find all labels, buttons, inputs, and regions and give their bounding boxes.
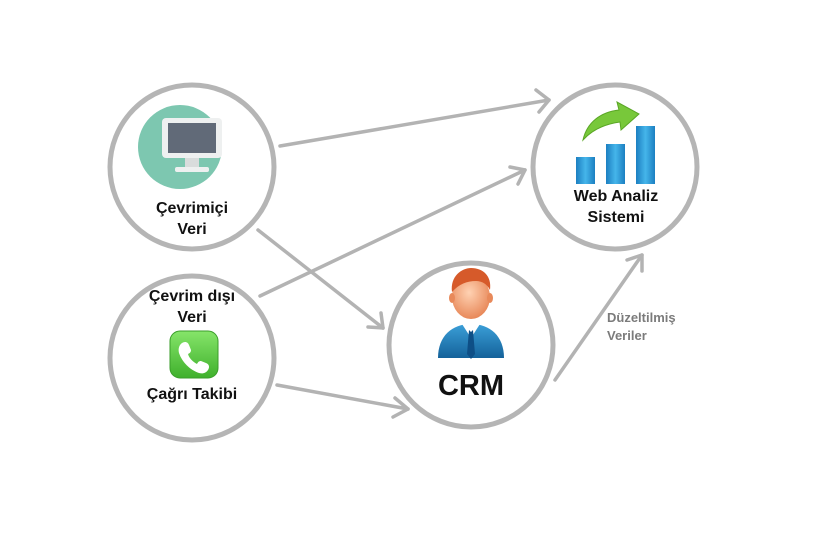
phone-icon	[169, 330, 219, 379]
businessman-icon	[438, 268, 504, 359]
bar-chart-growth-icon	[576, 101, 655, 184]
online-label-line1: Çevrimiçi	[155, 200, 229, 217]
arrow-offline-to-web	[258, 165, 527, 298]
web-label-line1: Web Analiz	[573, 188, 659, 205]
edge-label-corrected-line1: Düzeltilmiş	[607, 310, 676, 325]
edge-label-corrected-line2: Veriler	[607, 328, 647, 343]
offline-label-line2: Veri	[177, 309, 207, 326]
arrow-offline-to-crm	[275, 383, 410, 419]
crm-label: CRM	[437, 370, 505, 402]
edges	[256, 88, 644, 419]
offline-label-line1: Çevrim dışı	[148, 288, 236, 305]
web-label-line2: Sistemi	[587, 209, 645, 226]
arrow-online-to-web	[278, 88, 551, 148]
call-tracking-label: Çağrı Takibi	[146, 386, 238, 403]
arrow-crm-to-web	[553, 253, 644, 382]
online-label-line2: Veri	[177, 221, 207, 238]
arrow-online-to-crm	[256, 228, 385, 330]
monitor-icon	[138, 105, 222, 189]
